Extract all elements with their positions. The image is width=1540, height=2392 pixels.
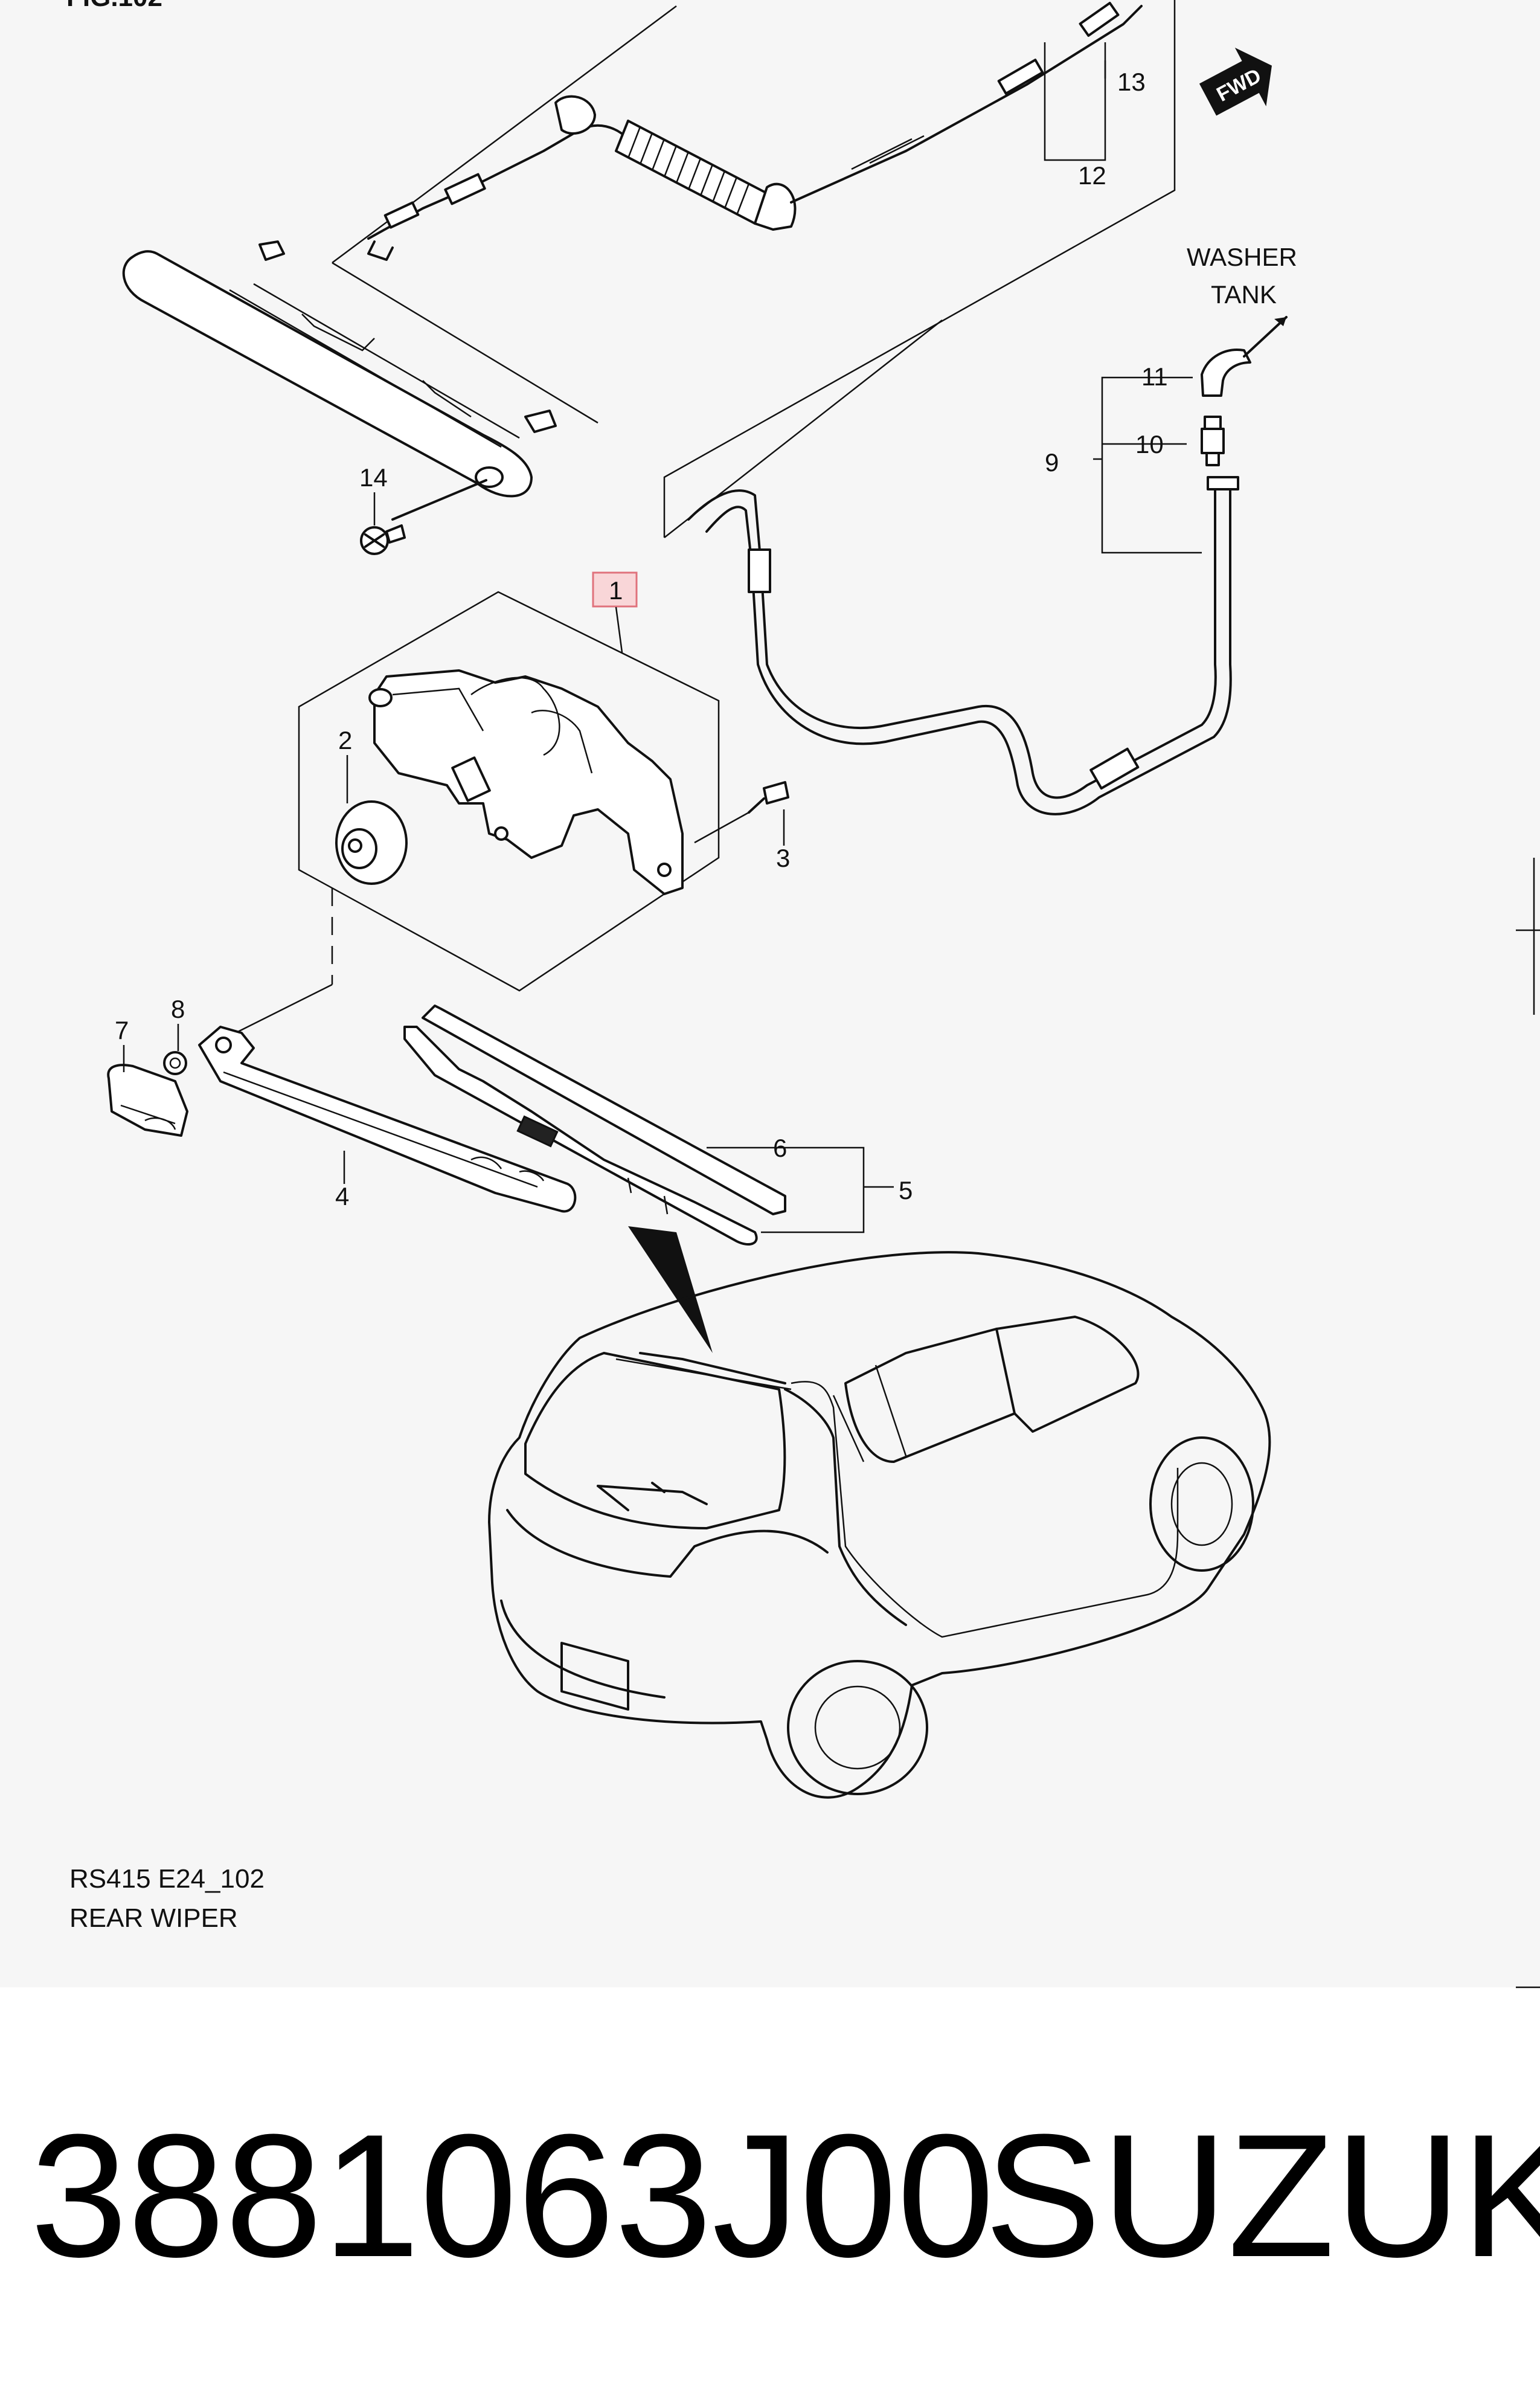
callout-3: 3: [776, 844, 790, 872]
license-plate: [560, 1642, 629, 1711]
callout-9: 9: [1045, 448, 1059, 477]
callout-8: 8: [171, 995, 185, 1023]
part-number: 3881063J00: [30, 2098, 995, 2294]
callouts: 1 2 3 4 5 6 7 8 9 10 11 12 13 14: [115, 68, 1168, 1210]
corrugated-boot: [615, 120, 797, 231]
washer-tank-label-1: WASHER: [1187, 243, 1297, 271]
car-illustration: [488, 1251, 1271, 1799]
connector-10: [1201, 416, 1225, 466]
figure-title: FIG.102: [66, 0, 162, 12]
callout-1: 1: [609, 576, 623, 605]
callout-6: 6: [773, 1134, 787, 1162]
bolt-3: [748, 781, 789, 814]
screw-14: [360, 524, 406, 555]
wiper-blade-5: [403, 1005, 894, 1246]
callout-2: 2: [338, 726, 352, 754]
callout-14: 14: [359, 463, 388, 492]
washer-hose: [687, 316, 1288, 815]
brand-name: SUZUKI: [984, 2098, 1540, 2294]
callout-13: 13: [1117, 68, 1146, 96]
pointer-wedge: [628, 1226, 713, 1353]
nut-8: [163, 1051, 187, 1075]
callout-7: 7: [115, 1016, 129, 1044]
high-mount-stop-lamp: [122, 240, 557, 555]
motor-assembly-box: [235, 591, 789, 1034]
grommet: [554, 95, 596, 135]
wiper-arm-4: [198, 1026, 577, 1213]
caption-name: REAR WIPER: [69, 1903, 238, 1933]
callout-12: 12: [1078, 161, 1106, 190]
grommet-2: [335, 800, 408, 885]
callout-4: 4: [335, 1182, 349, 1210]
callout-11: 11: [1141, 362, 1168, 391]
callout-1-highlight: [592, 571, 638, 608]
caption-code: RS415 E24_102: [69, 1864, 265, 1894]
hose-joint: [748, 548, 771, 593]
washer-tank-label-2: TANK: [1211, 280, 1277, 309]
hose-11: [1201, 349, 1251, 397]
callout-5: 5: [899, 1176, 913, 1204]
callout-10: 10: [1135, 430, 1164, 458]
cap-7: [107, 1064, 188, 1137]
wiring-harness-group: [332, 0, 1176, 538]
fwd-arrow-icon: FWD: [1199, 47, 1272, 116]
wiper-motor: [373, 669, 684, 895]
